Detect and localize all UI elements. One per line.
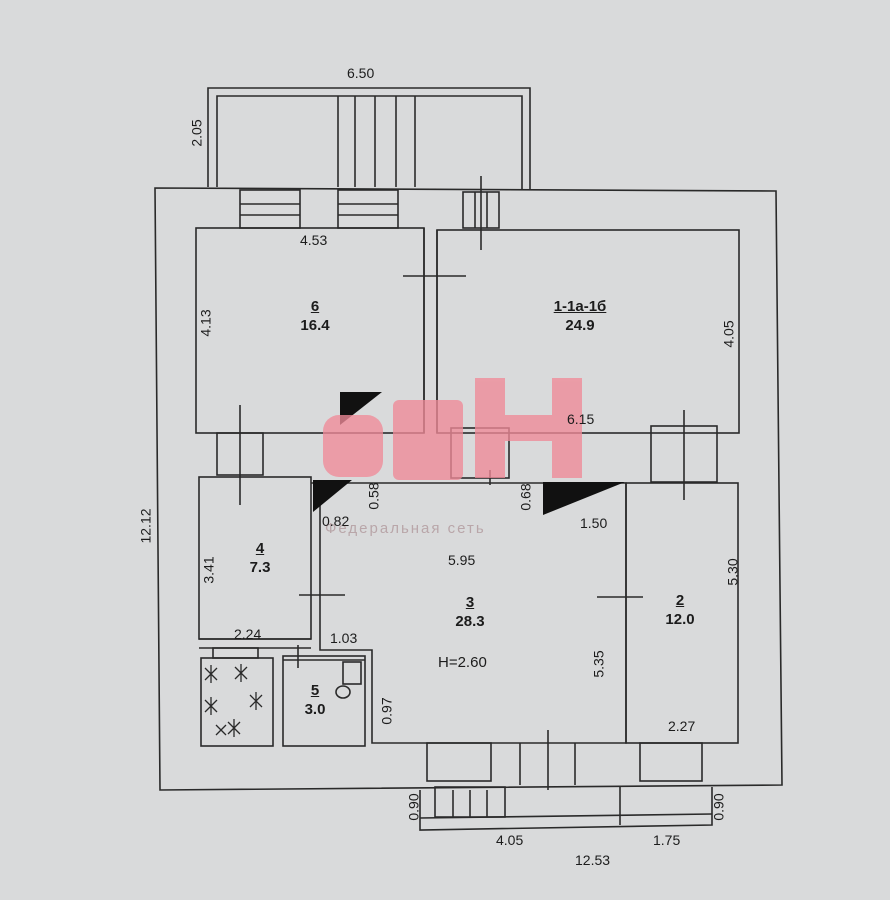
dim-total-height: 12.12 [137, 508, 154, 544]
dim-150: 1.50 [580, 515, 608, 531]
dim-room2-width: 2.27 [668, 718, 696, 734]
door-swing-2 [313, 480, 352, 512]
dim-step-left: 0.90 [405, 793, 422, 821]
dim-total-width: 12.53 [575, 852, 611, 868]
dim-porch-depth: 2.05 [188, 119, 205, 147]
dim-room6-depth: 4.13 [197, 309, 214, 337]
dim-step-right: 0.90 [710, 793, 727, 821]
dim-room4-depth: 3.41 [200, 556, 217, 584]
dim-103: 1.03 [330, 630, 358, 646]
watermark-logo [323, 378, 582, 480]
room-5-outline [282, 655, 366, 747]
dim-097: 0.97 [378, 697, 395, 725]
dim-room4-width: 2.24 [234, 626, 262, 642]
dim-step-right-width: 1.75 [653, 832, 681, 848]
dim-porch-width: 6.50 [347, 65, 375, 81]
dim-room3-depth: 5.35 [590, 650, 607, 678]
door-swing-3 [543, 482, 625, 515]
outer-wall [154, 187, 783, 791]
bottom-stairs-outline [419, 787, 713, 831]
dim-room1-width: 6.15 [567, 411, 595, 427]
dim-room1-depth: 4.05 [720, 320, 737, 348]
watermark-subtitle: Федеральная сеть [325, 520, 486, 537]
dim-step-width: 4.05 [496, 832, 524, 848]
dim-room3-width: 5.95 [448, 552, 476, 568]
room-3-height: H=2.60 [438, 654, 487, 671]
dim-room6-width: 4.53 [300, 232, 328, 248]
dim-068: 0.68 [517, 483, 534, 511]
storage-outline [200, 657, 274, 747]
dim-room2-depth: 5.30 [724, 558, 741, 586]
dim-082: 0.82 [322, 513, 350, 529]
room-1-outline [436, 229, 740, 434]
porch-outline [207, 87, 531, 190]
dim-058: 0.58 [365, 482, 382, 510]
